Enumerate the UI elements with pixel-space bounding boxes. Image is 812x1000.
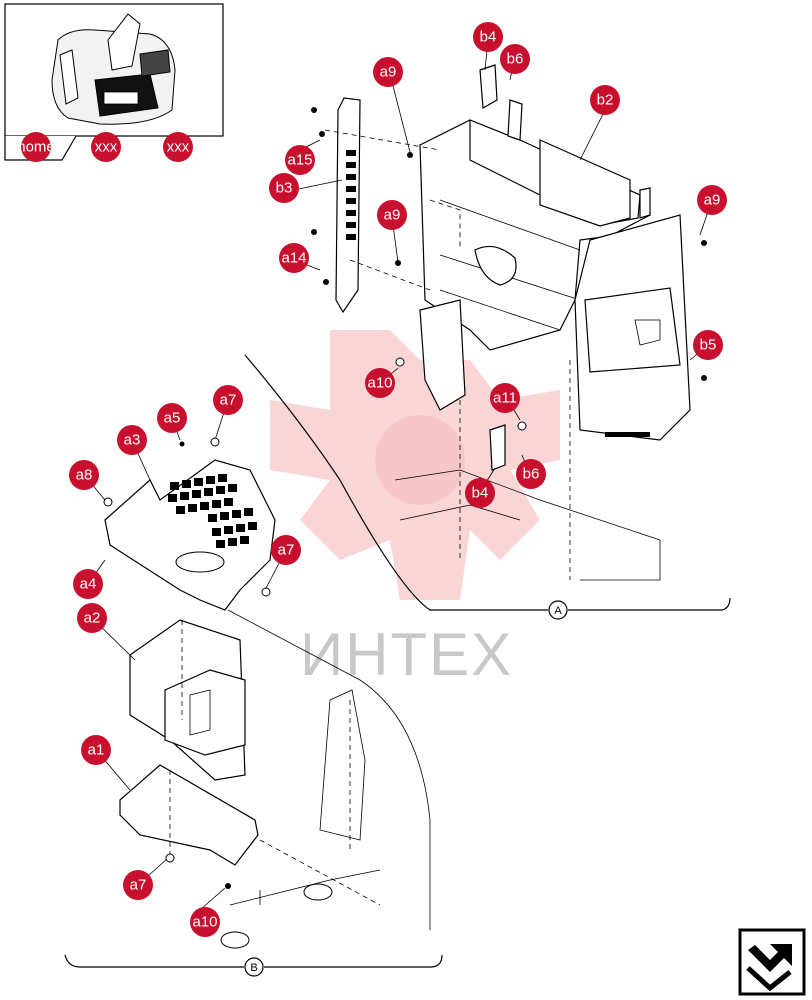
svg-text:a4: a4 xyxy=(80,576,97,593)
svg-text:a7: a7 xyxy=(220,392,237,409)
svg-text:a5: a5 xyxy=(164,410,181,427)
callouts: a1 a2 a3 a4 a5 a7 a7 a7 a8 a9 a9 a9 a10 … xyxy=(69,22,727,937)
watermark-text: ИНТЕХ xyxy=(300,621,513,688)
detail-b-bracket: B xyxy=(64,954,443,977)
callout-a8[interactable]: a8 xyxy=(69,460,99,490)
thumbnail-panel[interactable]: home xxx xxx xyxy=(4,3,224,162)
svg-text:xxx: xxx xyxy=(167,139,190,156)
cab-thumbnail-illustration xyxy=(51,13,176,125)
svg-text:a9: a9 xyxy=(704,192,721,209)
cover-a1-drawing xyxy=(119,764,259,866)
floor-plate-grille xyxy=(168,474,257,548)
frame-b2-drawing xyxy=(419,99,651,351)
svg-text:b3: b3 xyxy=(276,180,293,197)
svg-text:a1: a1 xyxy=(88,742,105,759)
detail-a-bracket: A xyxy=(244,354,731,620)
svg-text:b4: b4 xyxy=(480,29,497,46)
callout-a5[interactable]: a5 xyxy=(157,403,187,433)
callout-a10-1[interactable]: a10 xyxy=(365,368,395,398)
svg-text:a10: a10 xyxy=(192,914,217,931)
callout-a10-2[interactable]: a10 xyxy=(190,907,220,937)
callout-a14[interactable]: a14 xyxy=(279,243,309,273)
thumbnail-tab-xxx-2[interactable]: xxx xyxy=(163,132,193,162)
svg-text:b5: b5 xyxy=(700,337,717,354)
callout-a11[interactable]: a11 xyxy=(490,383,520,413)
detail-a-label: A xyxy=(554,605,562,617)
callout-b5[interactable]: b5 xyxy=(693,330,723,360)
svg-text:b6: b6 xyxy=(523,466,540,483)
callout-a9-3[interactable]: a9 xyxy=(697,185,727,215)
side-panel-drawing xyxy=(574,214,691,441)
svg-text:a9: a9 xyxy=(384,207,401,224)
callout-b6-1[interactable]: b6 xyxy=(500,44,530,74)
callout-a2[interactable]: a2 xyxy=(77,603,107,633)
callout-b4-1[interactable]: b4 xyxy=(473,22,503,52)
fasteners xyxy=(103,107,707,889)
callout-b4-2[interactable]: b4 xyxy=(465,478,495,508)
svg-text:b4: b4 xyxy=(472,485,489,502)
callout-a9-1[interactable]: a9 xyxy=(373,57,403,87)
watermark-logo xyxy=(270,330,560,600)
callout-b3[interactable]: b3 xyxy=(269,173,299,203)
return-arrow-icon[interactable] xyxy=(738,928,806,996)
svg-text:a9: a9 xyxy=(380,64,397,81)
svg-text:b2: b2 xyxy=(597,92,614,109)
duct-a2-drawing xyxy=(129,619,246,781)
callout-a7-2[interactable]: a7 xyxy=(271,535,301,565)
svg-text:a10: a10 xyxy=(367,375,392,392)
svg-text:a14: a14 xyxy=(281,250,306,267)
floor-detail-b-drawing xyxy=(220,609,431,949)
callout-a4[interactable]: a4 xyxy=(73,569,103,599)
svg-text:a8: a8 xyxy=(76,467,93,484)
pillar-b3-drawing xyxy=(335,97,361,314)
callout-b2[interactable]: b2 xyxy=(590,85,620,115)
callout-a7-1[interactable]: a7 xyxy=(213,385,243,415)
callout-a15[interactable]: a15 xyxy=(285,145,315,175)
thumbnail-tab-xxx-1[interactable]: xxx xyxy=(91,132,121,162)
bracket-b4-drawing xyxy=(419,64,506,471)
callout-a7-3[interactable]: a7 xyxy=(123,870,153,900)
svg-text:a7: a7 xyxy=(130,877,147,894)
callout-a3[interactable]: a3 xyxy=(117,425,147,455)
callout-a9-2[interactable]: a9 xyxy=(377,200,407,230)
svg-text:a7: a7 xyxy=(278,542,295,559)
svg-text:b6: b6 xyxy=(507,51,524,68)
callout-b6-2[interactable]: b6 xyxy=(516,459,546,489)
svg-text:a15: a15 xyxy=(287,152,312,169)
callout-a1[interactable]: a1 xyxy=(81,735,111,765)
floor-detail-a-drawing xyxy=(324,129,661,581)
svg-text:home: home xyxy=(17,139,55,156)
svg-text:a3: a3 xyxy=(124,432,141,449)
thumbnail-tab-home[interactable]: home xyxy=(17,132,55,162)
svg-text:xxx: xxx xyxy=(95,139,118,156)
svg-text:a2: a2 xyxy=(84,610,101,627)
svg-text:a11: a11 xyxy=(493,390,517,407)
detail-b-label: B xyxy=(250,962,257,974)
floor-plate-a3-drawing xyxy=(104,459,276,611)
